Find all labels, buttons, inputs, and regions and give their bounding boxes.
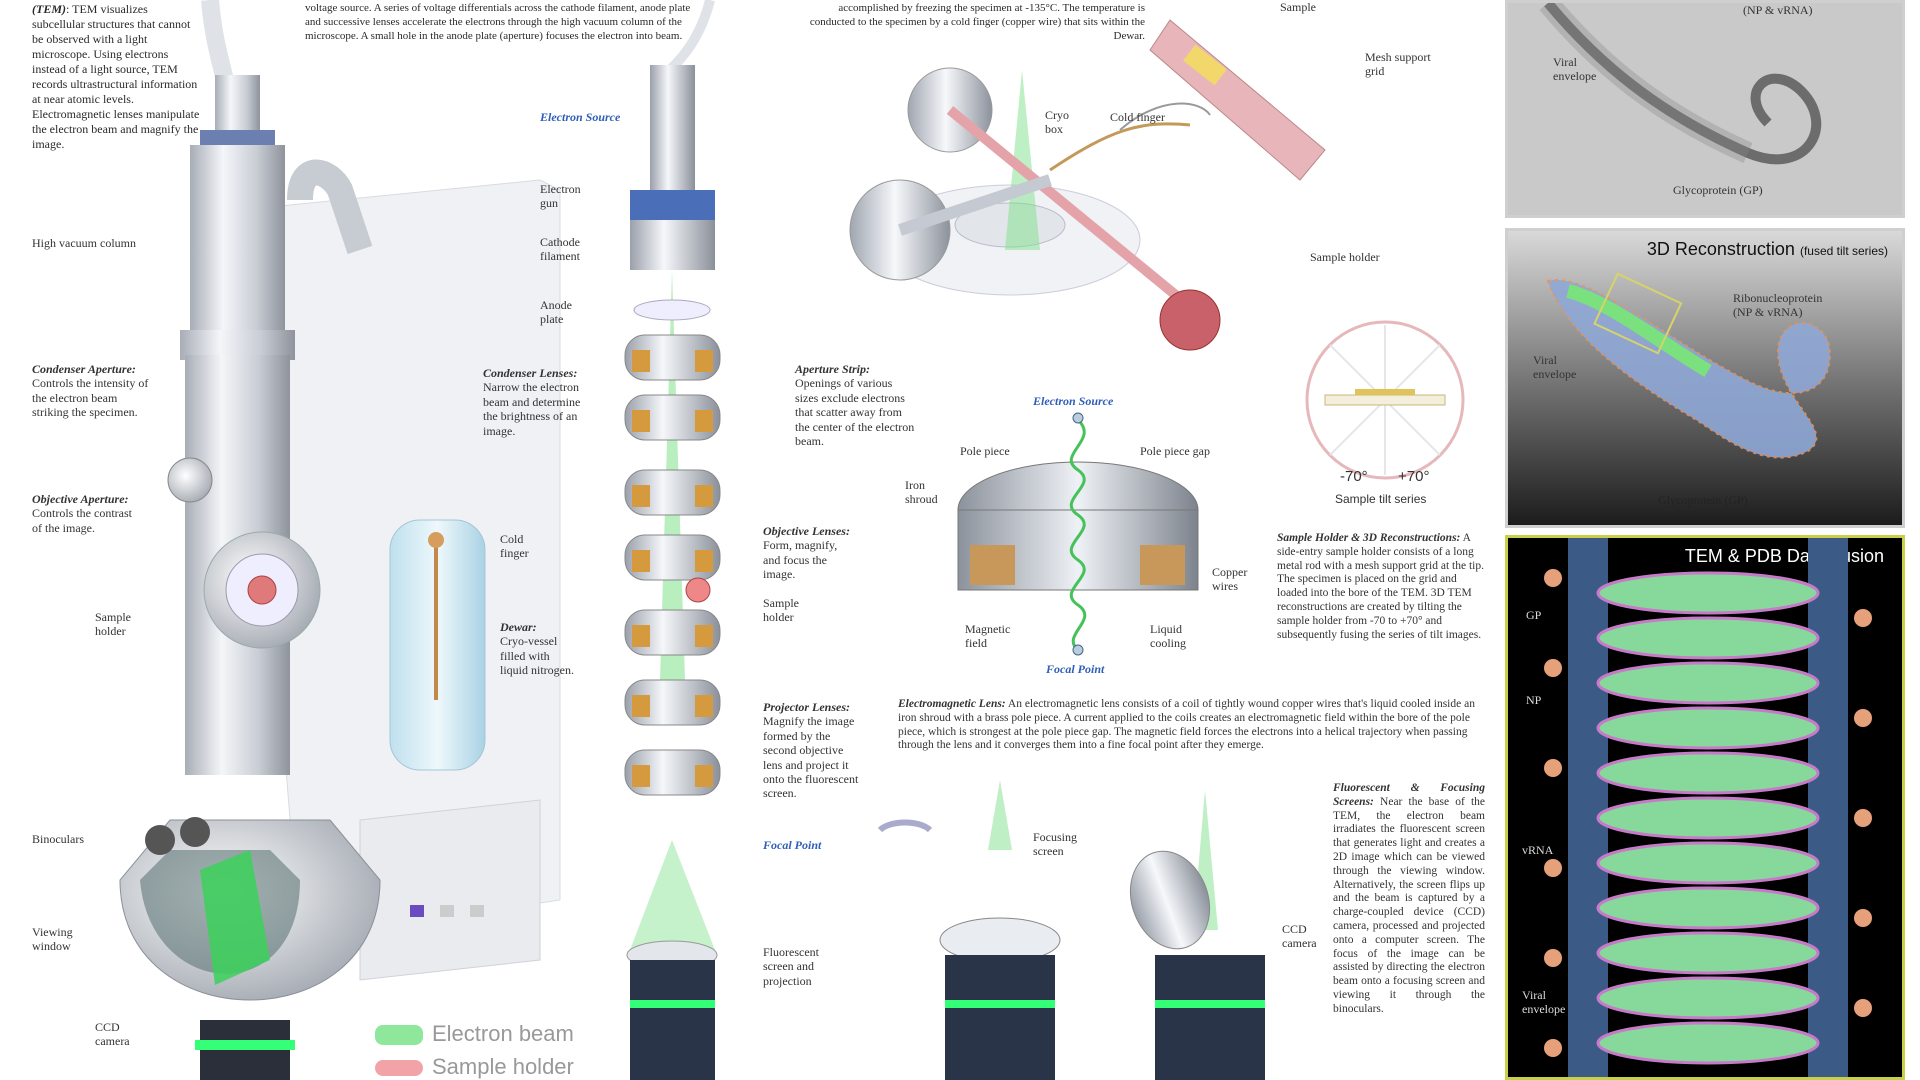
gp-spikes: [1544, 569, 1872, 1057]
panel-button-icon: [410, 905, 424, 917]
legend-swatch-holder: [375, 1060, 423, 1076]
label-tilt-minus: -70°: [1340, 468, 1368, 485]
legend-sample-holder: Sample holder: [432, 1054, 574, 1079]
dewar-label: Dewar: Cryo-vessel filled with liquid ni…: [500, 620, 574, 678]
label-electron-gun: Electron gun: [540, 182, 581, 211]
objective-lenses-label: Objective Lenses: Form, magnify, and foc…: [763, 524, 850, 582]
label-tilt-plus: +70°: [1398, 468, 1430, 485]
freezing-text: accomplished by freezing the specimen at…: [809, 2, 1145, 42]
label-tilt-series: Sample tilt series: [1335, 492, 1427, 506]
np-helix: [1596, 571, 1820, 1065]
panel1-glycoprotein: Glycoprotein (GP): [1673, 183, 1763, 197]
label-liquid-cooling: Liquid cooling: [1150, 622, 1186, 651]
panel2-viral-envelope: Viral envelope: [1533, 353, 1577, 382]
projector-lenses-label: Projector Lenses: Magnify the image form…: [763, 700, 859, 801]
label-anode: Anode plate: [540, 298, 572, 327]
label-electron-source-col: Electron Source: [540, 110, 621, 124]
microscope-illustration: [119, 0, 561, 1080]
label-pole-gap: Pole piece gap: [1140, 444, 1210, 458]
intro-text: (TEM): TEM visualizes subcellular struct…: [32, 2, 202, 152]
condenser-lenses-label: Condenser Lenses: Narrow the electron be…: [483, 366, 581, 438]
aperture-strip-label: Aperture Strip: Openings of various size…: [795, 362, 915, 448]
label-binoculars: Binoculars: [32, 832, 84, 846]
label-cryo-box: Cryo box: [1045, 108, 1069, 137]
panel3-vrna: vRNA: [1522, 843, 1554, 857]
lens-stack: [624, 334, 721, 796]
label-iron-shroud: Iron shroud: [905, 478, 938, 507]
objective-aperture-label: Objective Aperture: Controls the contras…: [32, 492, 132, 535]
label-cathode: Cathode filament: [540, 235, 580, 264]
panel3-np: NP: [1526, 693, 1542, 707]
label-focal-point-col: Focal Point: [763, 838, 822, 852]
legend-swatch-beam: [375, 1025, 423, 1045]
screens-illustration: [877, 780, 1265, 1080]
tilt-series-illustration: [1305, 320, 1465, 480]
voltage-text: voltage source. A series of voltage diff…: [305, 2, 691, 42]
legend-electron-beam: Electron beam: [432, 1021, 574, 1046]
reconstruction-panel: 3D Reconstruction (fused tilt series) Ri…: [1505, 228, 1905, 528]
electromagnetic-lens-illustration: [957, 412, 1199, 656]
label-copper-wires: Copper wires: [1212, 565, 1248, 594]
label-lens-electron-source: Electron Source: [1033, 394, 1114, 408]
panel1-viral-envelope: Viral envelope: [1553, 55, 1597, 84]
condenser-aperture-label: Condenser Aperture: Controls the intensi…: [32, 362, 149, 420]
lens-column-illustration: [624, 0, 721, 1080]
label-sample-holder-col: Sample holder: [763, 596, 799, 625]
panel1-title: (NP & vRNA): [1743, 3, 1813, 17]
label-viewing-window: Viewing window: [32, 925, 73, 954]
intro-body: : TEM visualizes subcellular structures …: [32, 2, 200, 151]
label-sample-holder-left: Sample holder: [95, 610, 131, 639]
data-fusion-panel: TEM & PDB Data Fusion GP NP vRNA Viral e…: [1505, 535, 1905, 1080]
panel3-gp: GP: [1526, 608, 1542, 622]
label-sample-holder-right: Sample holder: [1310, 250, 1380, 264]
label-sample-top: Sample: [1280, 0, 1316, 14]
tem-micrograph-panel: (NP & vRNA) Viral envelope Glycoprotein …: [1505, 0, 1905, 218]
cryo-holder-illustration: [849, 19, 1326, 351]
label-magnetic-field: Magnetic field: [965, 622, 1011, 651]
label-pole-piece: Pole piece: [960, 444, 1010, 458]
label-high-vacuum: High vacuum column: [32, 236, 136, 250]
label-cold-finger-cryo: Cold finger: [1110, 110, 1165, 124]
lens-description: Electromagnetic Lens: An electromagnetic…: [898, 698, 1475, 752]
sample-holder-description: Sample Holder & 3D Reconstructions: A si…: [1277, 532, 1484, 641]
intro-heading: (TEM): [32, 2, 66, 16]
panel2-glycoprotein: Glycoprotein (GP): [1658, 493, 1748, 507]
label-cold-finger-left: Cold finger: [500, 532, 529, 561]
panel2-title: 3D Reconstruction (fused tilt series): [1646, 239, 1888, 259]
screens-description: Fluorescent & Focusing Screens: Near the…: [1333, 782, 1485, 1015]
label-lens-focal-point: Focal Point: [1046, 662, 1105, 676]
panel3-viral-envelope: Viral envelope: [1522, 988, 1566, 1017]
panel2-ribonucleoprotein: Ribonucleoprotein (NP & vRNA): [1733, 291, 1823, 320]
label-fluorescent: Fluorescent screen and projection: [763, 945, 819, 988]
label-ccd-camera-right: CCD camera: [1282, 922, 1317, 951]
label-focusing-screen: Focusing screen: [1033, 830, 1078, 859]
label-ccd-camera-left: CCD camera: [95, 1020, 130, 1049]
binocular-icon: [145, 825, 175, 855]
label-mesh-grid: Mesh support grid: [1365, 50, 1431, 79]
